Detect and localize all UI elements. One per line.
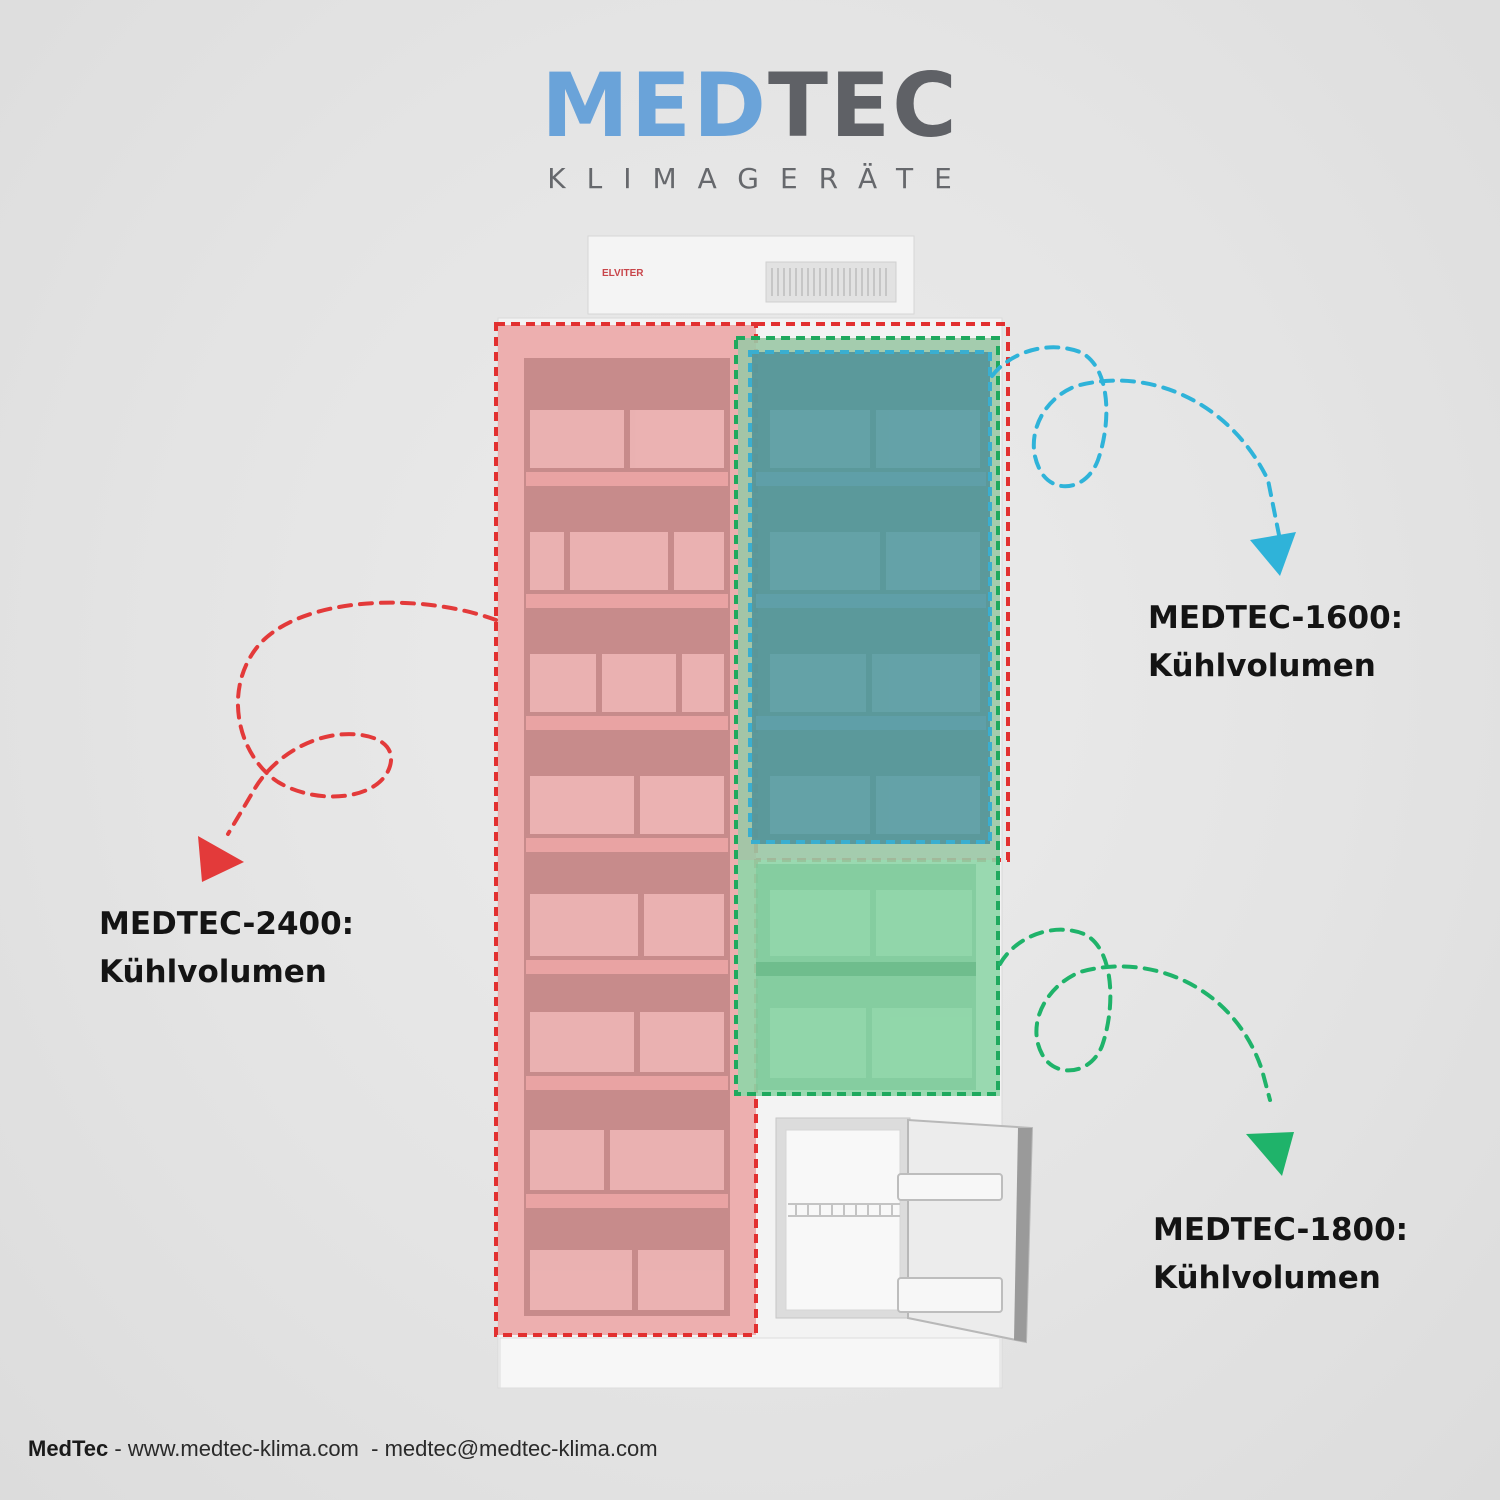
- footer-email-link[interactable]: medtec@medtec-klima.com: [384, 1436, 658, 1461]
- mini-fridge: [775, 1117, 1034, 1344]
- lower-right-shelf: [756, 962, 976, 976]
- label-medtec-2400-model: MEDTEC-2400:: [99, 906, 355, 942]
- medtec-1800-outline: [734, 336, 1000, 1096]
- cabinet-plinth: [499, 1337, 1001, 1389]
- label-medtec-2400-caption: Kühlvolumen: [99, 954, 327, 990]
- label-medtec-1800-caption: Kühlvolumen: [1153, 1260, 1381, 1296]
- cabinet-top-unit: ELVITER: [587, 235, 915, 315]
- vent-grille: [765, 261, 897, 303]
- fridge-wire-shelf: [788, 1203, 900, 1217]
- left-shelves: [526, 472, 728, 1208]
- medtec-2400-outline-right: [756, 322, 1010, 862]
- fridge-door-bin-upper: [897, 1173, 1003, 1201]
- label-medtec-1600-model: MEDTEC-1600:: [1148, 600, 1404, 636]
- lower-right-compartment: [738, 860, 1000, 1096]
- fridge-door-bin-lower: [897, 1277, 1003, 1313]
- upper-right-compartment: [738, 338, 1000, 860]
- medtec-2400-arrow: [198, 600, 498, 882]
- label-medtec-1600-caption: Kühlvolumen: [1148, 648, 1376, 684]
- medtec-1800-arrow: [998, 927, 1294, 1176]
- fridge-door-edge: [1014, 1128, 1032, 1342]
- label-medtec-1600: MEDTEC-1600: Kühlvolumen: [1148, 594, 1403, 690]
- footer-website-link[interactable]: www.medtec-klima.com: [127, 1436, 359, 1461]
- footer: MedTec - www.medtec-klima.com - medtec@m…: [28, 1436, 658, 1462]
- medtec-1600-outline: [748, 350, 992, 844]
- footer-separator: -: [358, 1436, 385, 1461]
- vent-slats: [771, 268, 887, 296]
- logo-tec: TEC: [768, 54, 959, 157]
- logo-wordmark: MEDTEC: [0, 62, 1500, 150]
- label-medtec-1800-model: MEDTEC-1800:: [1153, 1212, 1409, 1248]
- label-medtec-1800: MEDTEC-1800: Kühlvolumen: [1153, 1206, 1408, 1302]
- logo-subtitle: KLIMAGERÄTE: [547, 162, 973, 195]
- left-storage-boxes: [530, 410, 724, 1310]
- device-brand-logo: ELVITER: [602, 268, 644, 279]
- label-medtec-2400: MEDTEC-2400: Kühlvolumen: [99, 900, 354, 996]
- medtec-1600-arrow: [990, 345, 1296, 576]
- medtec-logo: MEDTEC KLIMAGERÄTE: [0, 62, 1500, 196]
- upper-right-shelves: [756, 472, 986, 730]
- lower-right-storage-boxes: [770, 890, 972, 1078]
- upper-right-storage-boxes: [770, 410, 980, 834]
- logo-med: MED: [541, 54, 768, 157]
- footer-separator: -: [108, 1436, 128, 1461]
- footer-brand: MedTec: [28, 1436, 109, 1461]
- left-compartment: [494, 322, 758, 1337]
